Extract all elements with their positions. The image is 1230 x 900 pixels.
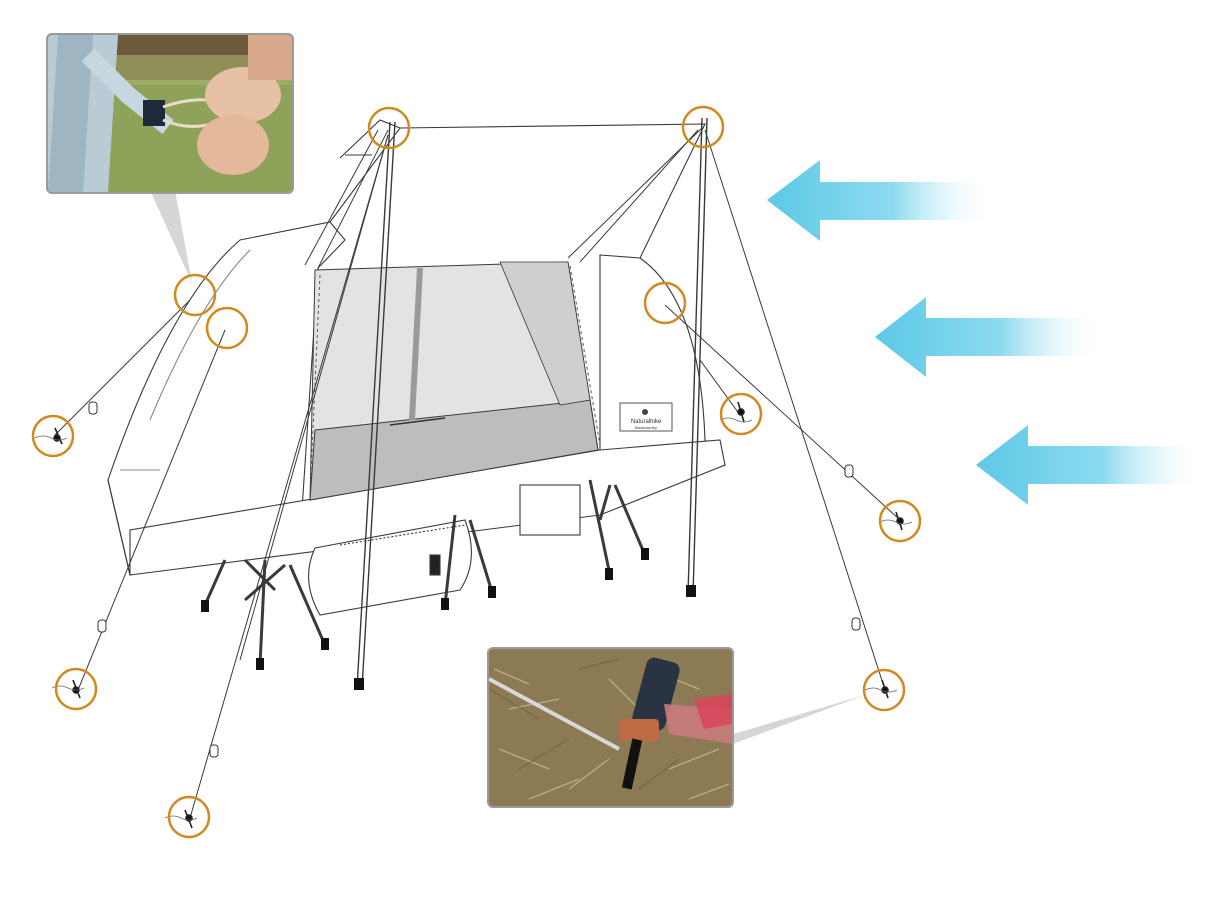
ground-stakes	[53, 401, 904, 829]
annotation-ring	[205, 306, 249, 350]
annotation-ring	[173, 273, 217, 317]
brand-subtext: Backcountry	[635, 425, 657, 430]
mesh-door-panel	[309, 261, 601, 501]
annotation-ring	[719, 392, 763, 436]
guyline-attachment-photo	[46, 33, 294, 194]
cot-feet	[201, 548, 649, 670]
guy-lines	[54, 129, 901, 819]
pole-feet	[354, 585, 696, 690]
annotation-ring	[878, 499, 922, 543]
tent-poles	[356, 117, 708, 689]
annotation-ring	[54, 667, 98, 711]
annotation-ring	[31, 414, 75, 458]
wind-arrow-icon	[767, 160, 996, 241]
annotation-ring	[681, 105, 725, 149]
wind-arrow-icon	[875, 297, 1104, 377]
annotation-rings	[31, 105, 922, 839]
annotation-ring	[862, 668, 906, 712]
wind-arrow-icon	[976, 425, 1206, 505]
top-inset-pointer	[150, 190, 192, 283]
awning-straps	[304, 127, 703, 269]
bottom-inset-pointer	[730, 695, 865, 745]
line-tensioners	[88, 401, 861, 758]
annotation-ring	[367, 106, 411, 150]
product-label: Naturalhike Backcountry	[619, 402, 673, 432]
annotation-ring	[167, 795, 211, 839]
brand-name: Naturalhike	[631, 419, 662, 425]
stake-in-ground-photo	[487, 647, 734, 808]
wind-arrows	[767, 160, 1206, 505]
storage-bag	[308, 484, 581, 616]
annotation-ring	[643, 281, 687, 325]
